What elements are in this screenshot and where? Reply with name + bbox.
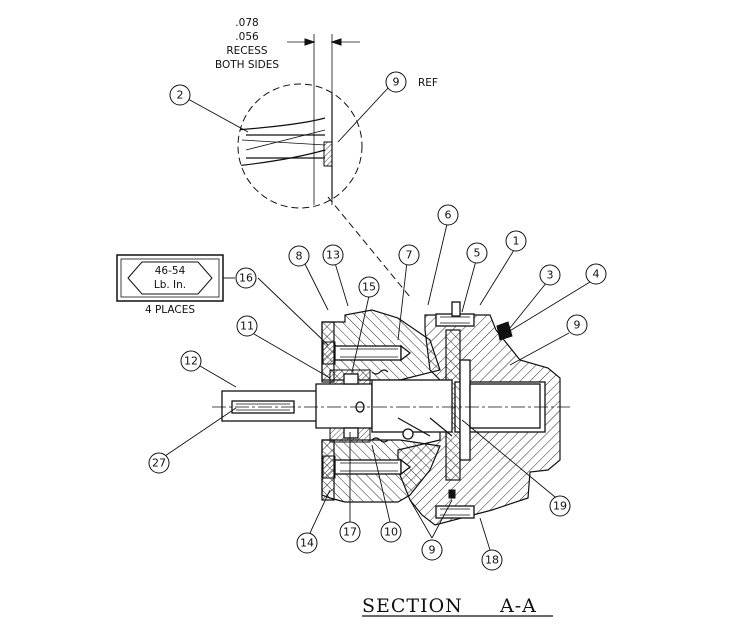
section-title: SECTION A-A [362,595,553,617]
torque-value: 46-54 [155,265,186,277]
torque-spec-box: 46-54 Lb. In. 4 PLACES [116,254,224,316]
balloon-13: 13 [322,244,344,266]
svg-text:11: 11 [240,320,254,333]
balloon-7: 7 [398,244,420,266]
ref-label: REF [418,77,438,89]
svg-text:8: 8 [296,250,303,263]
balloon-12: 12 [180,350,202,372]
balloon-5: 5 [466,242,488,264]
cap-screw-top [322,341,412,365]
section-title-word: SECTION [362,595,463,617]
svg-text:1: 1 [513,235,520,248]
balloon-11: 11 [236,315,258,337]
svg-text:27: 27 [152,457,166,470]
dim-line-1: .078 [235,17,258,29]
small-ball [402,428,414,440]
balloon-27: 27 [148,452,170,474]
dim-line-2: .056 [235,31,259,43]
balloon-3: 3 [539,264,561,286]
balloon-2: 2 [169,84,191,106]
housing-bolt-bottom [435,505,475,519]
svg-text:10: 10 [384,526,398,539]
leader-lines [164,87,591,551]
svg-text:9: 9 [574,319,581,332]
balloon-14: 14 [296,532,318,554]
balloon-4: 4 [585,263,607,285]
recess-dimension-arrows [287,34,360,205]
balloon-10: 10 [380,521,402,543]
small-pin [448,489,456,499]
svg-text:2: 2 [177,89,184,102]
svg-text:19: 19 [553,500,567,513]
svg-text:6: 6 [445,209,452,222]
svg-text:17: 17 [343,526,357,539]
svg-text:12: 12 [184,355,198,368]
cap-screw-bottom [322,455,412,479]
detail-view-circle [237,83,411,298]
balloon-1: 1 [505,230,527,252]
torque-places: 4 PLACES [145,304,195,316]
svg-text:14: 14 [300,537,314,550]
svg-text:18: 18 [485,554,499,567]
section-title-id: A-A [499,595,537,617]
svg-text:5: 5 [474,247,481,260]
recess-dimension-note: .078 .056 RECESS BOTH SIDES [215,17,279,71]
balloon-9-right: 9 [566,314,588,336]
svg-text:15: 15 [362,281,376,294]
balloon-16: 16 [235,267,257,289]
dim-line-4: BOTH SIDES [215,59,279,71]
housing-bolt-top [435,301,475,327]
gear-rotor [459,359,471,461]
balloon-17: 17 [339,521,361,543]
balloon-9-ref: 9 REF [385,71,438,93]
balloon-15: 15 [358,276,380,298]
pump-section-view [212,301,570,526]
svg-text:3: 3 [547,269,554,282]
svg-text:13: 13 [326,249,340,262]
svg-text:7: 7 [406,249,413,262]
dim-line-3: RECESS [226,45,268,57]
svg-text:4: 4 [593,268,600,281]
torque-unit: Lb. In. [154,279,186,291]
port-plug [496,321,513,341]
svg-text:9: 9 [429,544,436,557]
drive-shaft [221,379,541,433]
balloon-18: 18 [481,549,503,571]
balloon-6: 6 [437,204,459,226]
balloon-8: 8 [288,245,310,267]
balloon-9-bottom: 9 [421,539,443,561]
svg-text:9: 9 [393,76,400,89]
balloon-19: 19 [549,495,571,517]
svg-text:16: 16 [239,272,253,285]
